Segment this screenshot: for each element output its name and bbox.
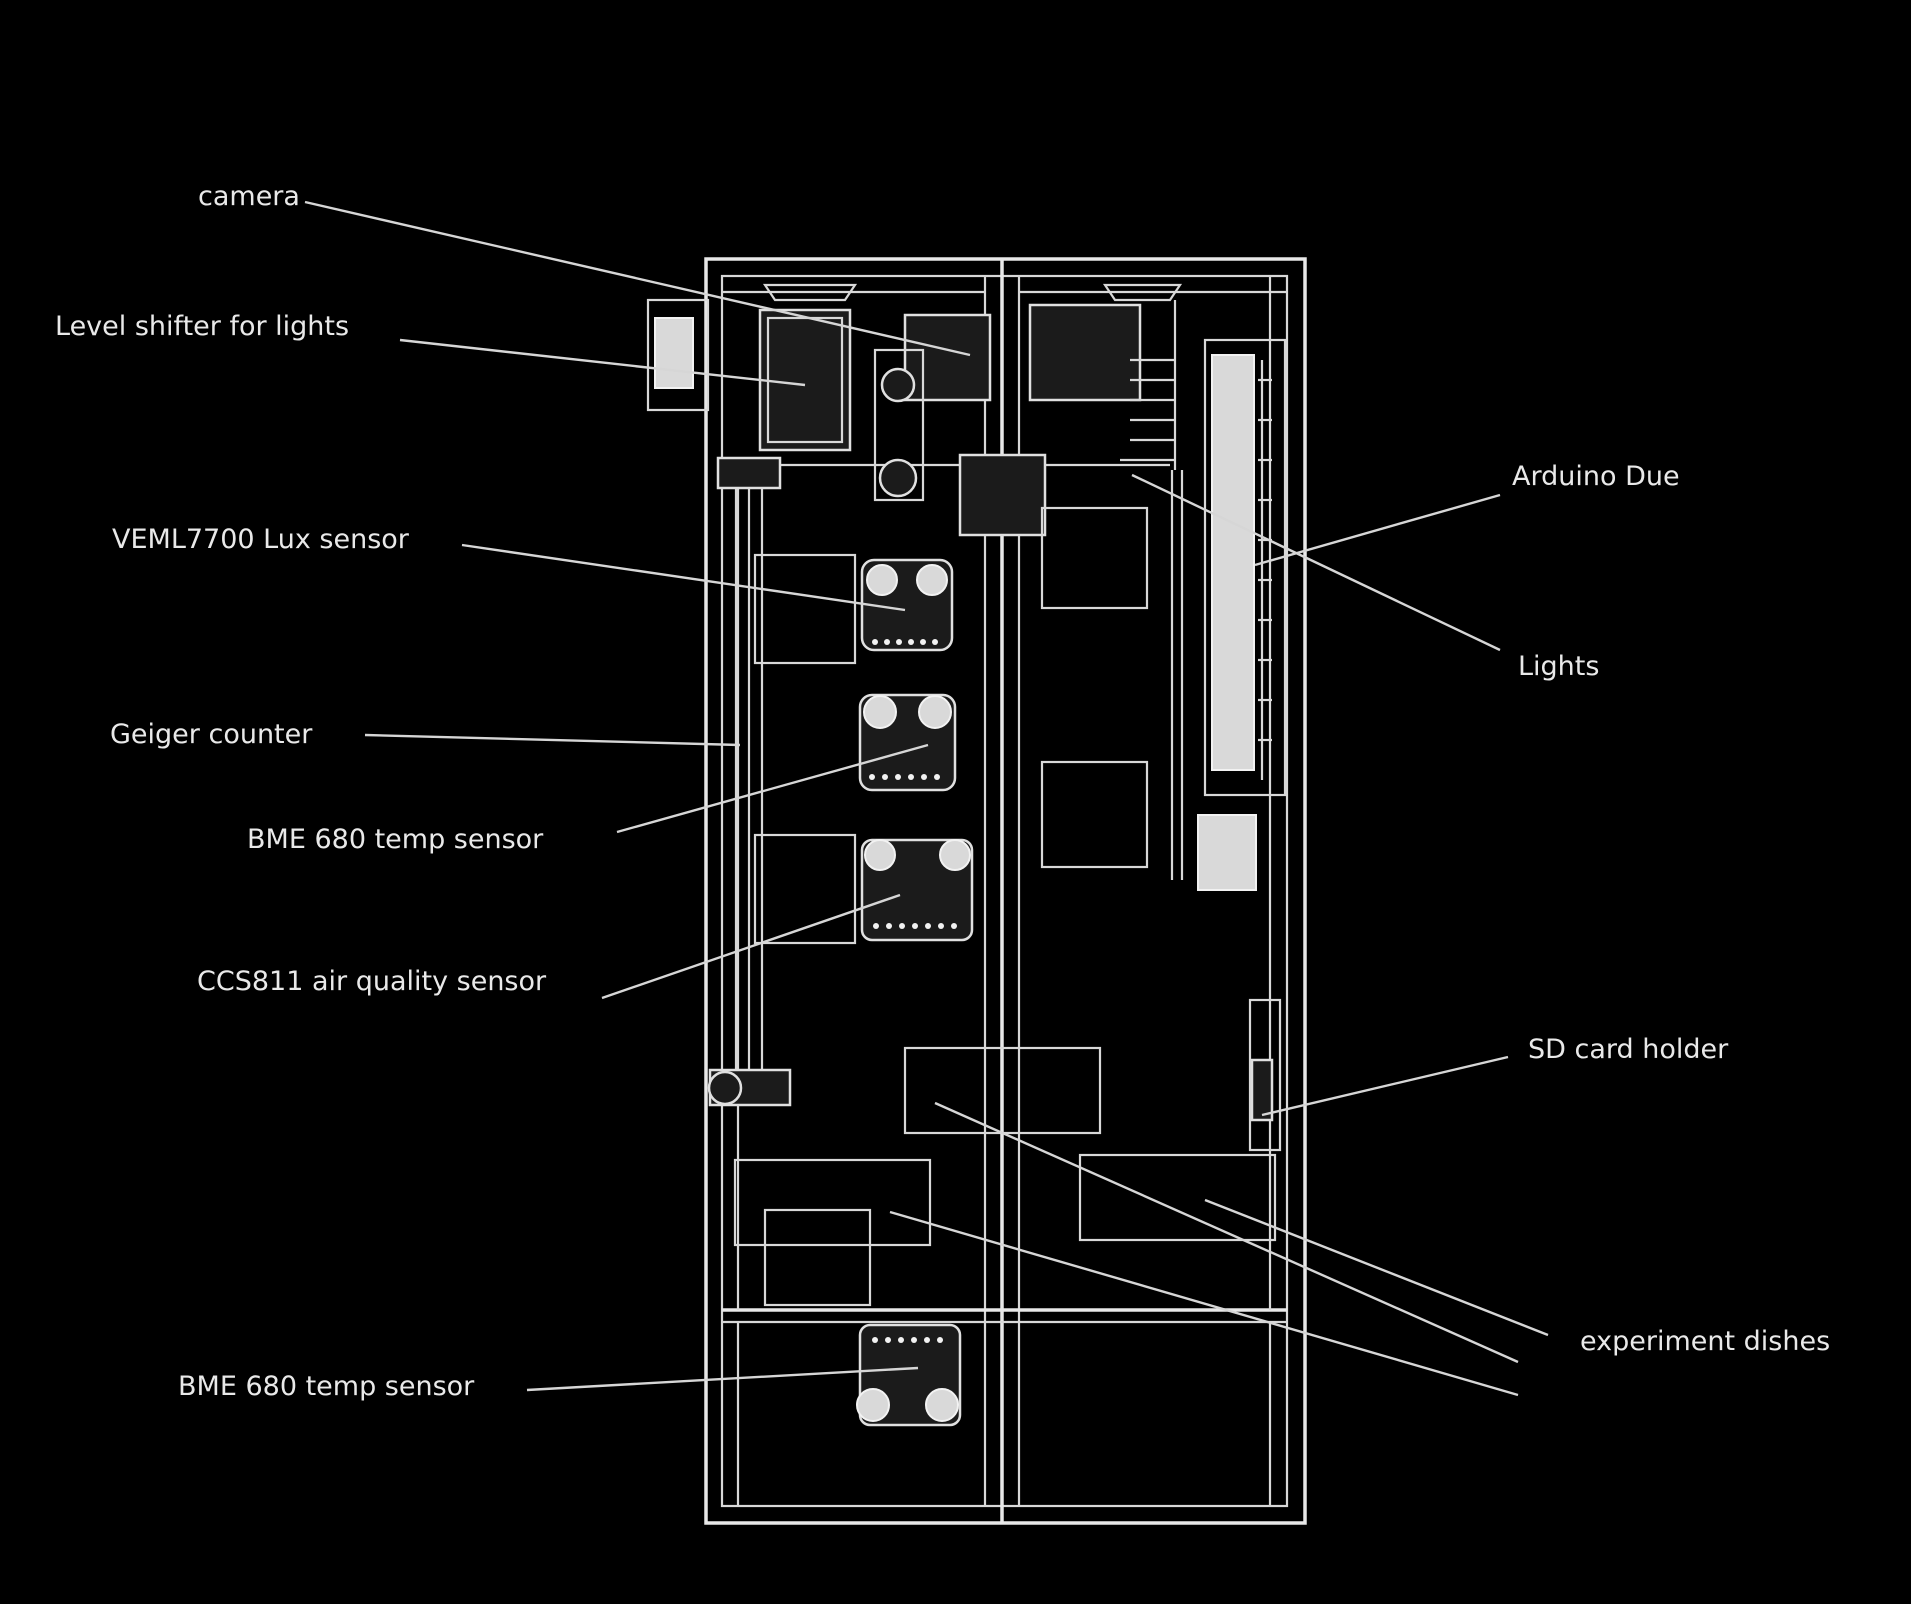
label-level-shifter: Level shifter for lights (55, 311, 349, 342)
leader-arduino-due (1254, 493, 1501, 567)
leader-lights (1131, 473, 1501, 652)
label-bme680-upper: BME 680 temp sensor (247, 824, 544, 855)
label-camera: camera (198, 181, 300, 212)
leader-lines (304, 200, 1549, 1397)
experiment-dish-2 (733, 1158, 932, 1247)
leader-geiger (364, 733, 741, 747)
leader-level-shifter (399, 338, 806, 387)
leader-veml7700 (461, 543, 906, 612)
enclosure (704, 257, 1307, 1525)
label-veml7700: VEML7700 Lux sensor (112, 524, 410, 555)
leader-bme680-upper (616, 743, 929, 834)
label-experiment-dishes: experiment dishes (1580, 1326, 1830, 1357)
sd-card-holder-part (1248, 998, 1282, 1152)
labels: camera Level shifter for lights VEML7700… (55, 181, 1830, 1402)
leader-experiment-dishes-2 (934, 1101, 1519, 1364)
label-sd-card-holder: SD card holder (1528, 1034, 1729, 1065)
components (646, 283, 1287, 1427)
pin-rows (869, 639, 957, 929)
ribbon-cable (1120, 300, 1177, 470)
leader-sd-card-holder (1261, 1055, 1509, 1117)
experiment-dish-3 (1078, 1153, 1277, 1242)
lights-strip (1258, 360, 1272, 780)
label-ccs811: CCS811 air quality sensor (197, 966, 547, 997)
label-geiger-counter: Geiger counter (110, 719, 313, 750)
leader-experiment-dishes-1 (1204, 1198, 1549, 1337)
camera-lens-block (903, 313, 992, 402)
leader-bme680-lower (526, 1366, 919, 1392)
arduino-due-board (1211, 354, 1255, 771)
level-shifter-board (654, 317, 694, 389)
leader-camera (304, 200, 971, 357)
label-lights: Lights (1518, 651, 1599, 682)
leader-experiment-dishes-3 (889, 1210, 1519, 1397)
camera-module (758, 308, 852, 452)
leader-ccs811 (601, 893, 901, 1000)
label-bme680-lower: BME 680 temp sensor (178, 1371, 475, 1402)
label-arduino-due: Arduino Due (1512, 461, 1680, 492)
